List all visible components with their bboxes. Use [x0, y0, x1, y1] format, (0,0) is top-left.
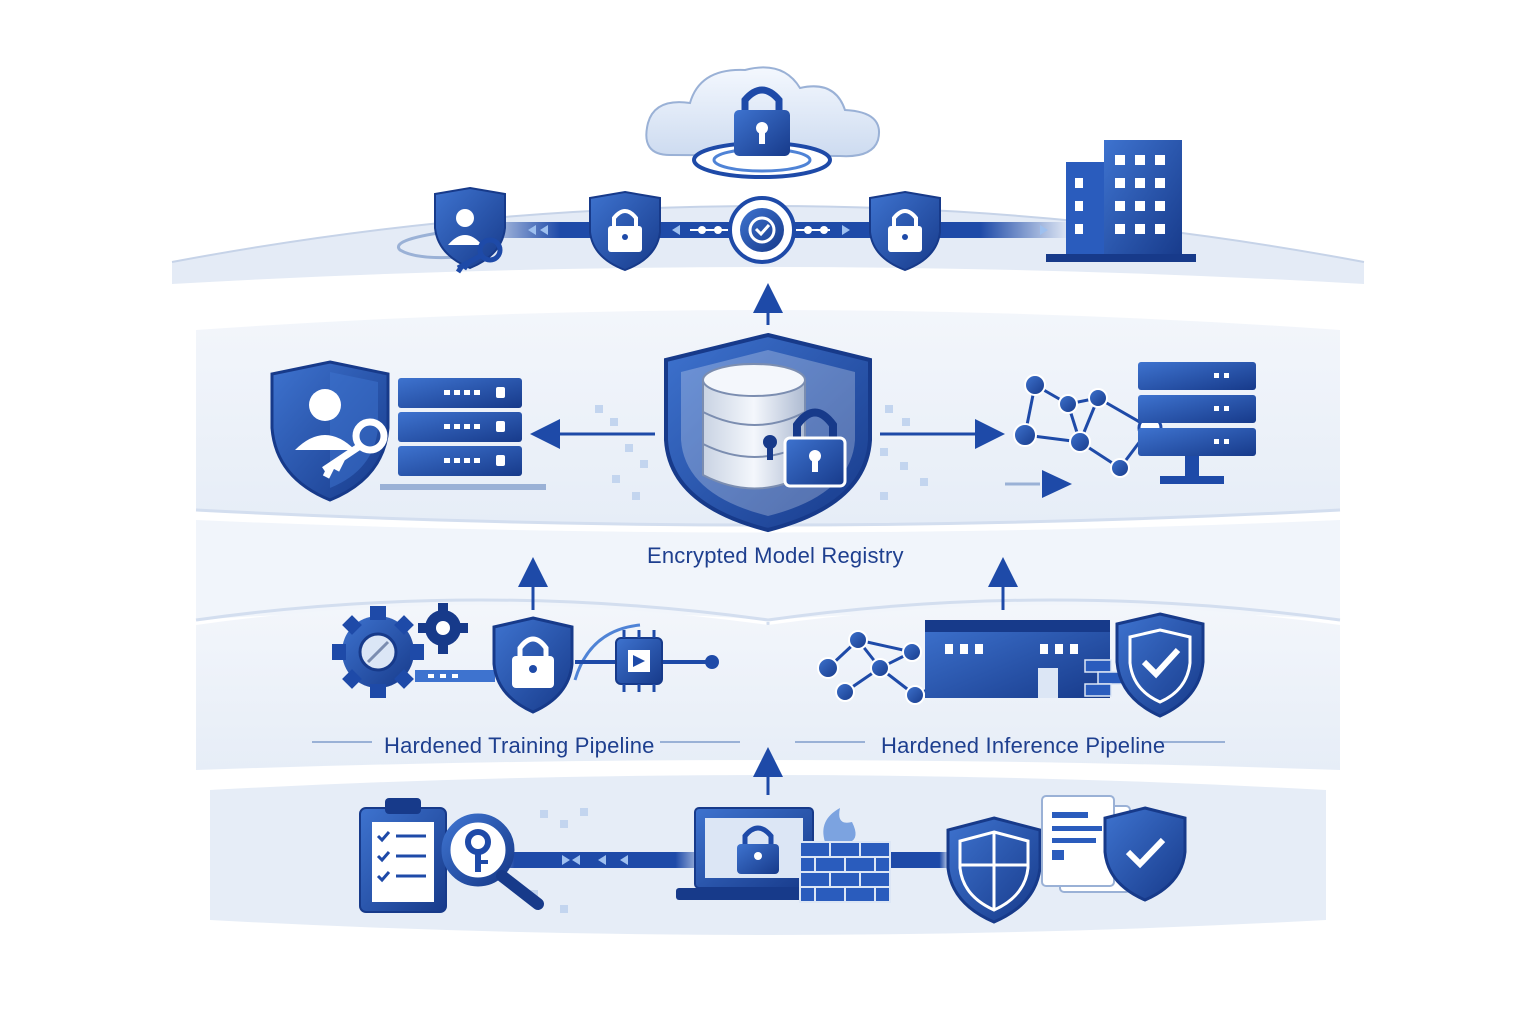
encrypted-model-registry-label: Encrypted Model Registry [647, 543, 904, 568]
registry-right-arrow [880, 405, 1005, 500]
gears-icon [332, 603, 495, 698]
firewall-icon [799, 808, 891, 903]
user-key-shield-icon [434, 186, 506, 274]
chip-icon [573, 623, 719, 692]
key-magnifier-icon [441, 813, 544, 910]
laptop-lock-icon [676, 807, 836, 900]
cloud-lock-icon [645, 66, 881, 179]
hardened-training-pipeline-label: Hardened Training Pipeline [384, 733, 655, 758]
clipboard-checklist-icon [359, 798, 447, 913]
shield-lock-icon [589, 190, 661, 272]
database-shield-lock-icon [664, 332, 872, 533]
network-graph-icon [1005, 374, 1163, 498]
server-monitor-icon [1138, 362, 1256, 484]
up-arrows [518, 283, 1018, 795]
shield-user-key-icon [270, 360, 390, 502]
registry-left-arrow [530, 405, 655, 500]
base-shield-check-icon [1103, 806, 1187, 902]
check-node-icon [728, 196, 796, 264]
office-building-icon [1046, 140, 1196, 262]
factory-icon [925, 620, 1125, 698]
shield-grid-icon [946, 816, 1042, 924]
server-rack-icon [380, 378, 546, 490]
shield-lock-icon-2 [869, 190, 941, 272]
hardened-inference-pipeline-label: Hardened Inference Pipeline [881, 733, 1166, 758]
inference-shield-check-icon [1115, 612, 1205, 718]
base-connector [480, 808, 950, 913]
training-shield-lock-icon [492, 616, 574, 714]
